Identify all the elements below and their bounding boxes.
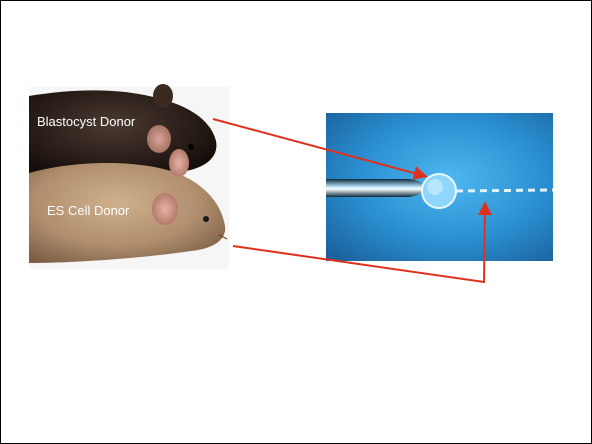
black-mouse-eye — [188, 144, 194, 150]
es-cell-donor-label: ES Cell Donor — [47, 203, 130, 218]
micrograph — [326, 113, 553, 261]
black-mouse-ear — [147, 125, 171, 153]
black-mouse-ear-back — [153, 84, 173, 108]
agouti-mouse-eye — [203, 216, 209, 222]
holding-pipette — [326, 179, 425, 197]
blastocyst-inner-mass — [427, 179, 443, 195]
blastocyst-donor-label: Blastocyst Donor — [37, 114, 136, 129]
agouti-mouse-ear — [152, 193, 178, 225]
mice-photo: Blastocyst Donor ES Cell Donor — [29, 84, 229, 269]
agouti-mouse-ear-back — [169, 149, 189, 177]
